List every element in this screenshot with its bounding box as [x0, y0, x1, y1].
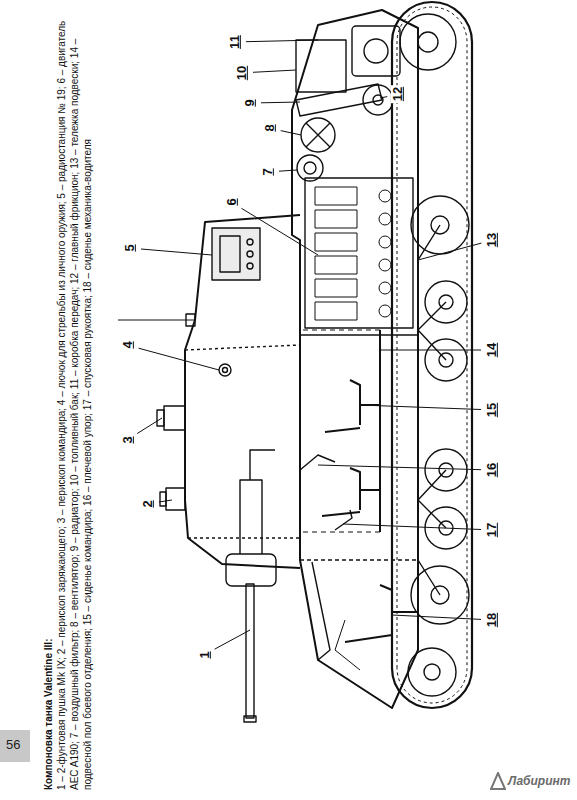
gun-barrel	[246, 584, 254, 718]
page-number: 56	[6, 737, 20, 752]
callout-number: 14	[485, 341, 499, 359]
periscope	[166, 488, 185, 510]
caption-text: 1 – 2-фунтовая пушка Mk IX; 2 – перископ…	[56, 21, 93, 790]
leader-line	[215, 630, 250, 649]
leader-line	[418, 243, 481, 260]
callout-number: 4	[121, 339, 135, 350]
cylinder	[315, 302, 357, 320]
air-filter	[297, 155, 323, 181]
driver-seat	[345, 585, 418, 642]
fan	[301, 118, 335, 152]
callout-number: 15	[485, 401, 499, 419]
driver-levers	[335, 620, 360, 670]
leader-line	[159, 500, 172, 502]
clutch	[363, 85, 393, 115]
callout-number: 7	[261, 166, 275, 177]
leader-line	[137, 418, 162, 434]
leader-line	[343, 524, 481, 530]
gun-breech	[240, 480, 262, 554]
leader-line	[318, 465, 481, 470]
track-links	[397, 7, 467, 703]
caption-block: Компоновка танка Valentine III:1 – 2-фун…	[42, 15, 94, 790]
callout-number: 2	[141, 498, 155, 509]
gearbox	[352, 26, 400, 76]
shoulder-rest	[300, 455, 335, 470]
callout-number: 1	[198, 649, 212, 660]
callout-number: 17	[485, 521, 499, 539]
callout-number: 13	[485, 231, 499, 249]
bogie	[418, 470, 446, 595]
engine-detail	[379, 213, 391, 225]
periscope	[164, 406, 185, 430]
engine-detail	[379, 190, 391, 202]
commander-seat	[325, 380, 380, 432]
callout-number: 6	[225, 196, 239, 207]
callout-number: 11	[228, 33, 242, 51]
fuel-tank	[296, 40, 346, 92]
cylinder	[315, 256, 357, 274]
engine	[305, 178, 413, 328]
cylinder	[315, 233, 357, 251]
mantlet	[226, 554, 276, 586]
antenna	[118, 320, 195, 321]
callout-number: 3	[121, 434, 135, 445]
callout-number: 18	[485, 611, 499, 629]
radio	[212, 228, 260, 280]
trigger-handle	[335, 510, 352, 530]
engine-detail	[379, 305, 391, 317]
leader-line	[241, 208, 318, 255]
leader-line	[281, 131, 301, 135]
track	[392, 2, 472, 708]
leader-line	[392, 615, 481, 619]
callout-number: 9	[243, 97, 257, 108]
turret	[185, 215, 300, 568]
leader-line	[261, 102, 300, 104]
cylinder	[315, 279, 357, 297]
caption-title: Компоновка танка Valentine III:	[43, 639, 54, 790]
hull	[292, 10, 418, 708]
engine-detail	[379, 259, 391, 271]
callout-number: 16	[485, 461, 499, 479]
leader-line	[360, 405, 481, 410]
pistol-port	[219, 364, 231, 376]
callout-number: 12	[391, 85, 405, 103]
leader-line	[380, 350, 481, 351]
leader-line	[380, 97, 387, 98]
callout-number: 10	[235, 64, 249, 82]
bogie	[418, 225, 446, 360]
leader-line	[279, 170, 297, 171]
leader-line	[246, 40, 318, 42]
watermark: Лабиринт	[508, 774, 570, 788]
engine-detail	[379, 282, 391, 294]
callout-number: 5	[123, 242, 137, 253]
loader-seat	[322, 468, 380, 516]
cylinder	[315, 210, 357, 228]
engine-detail	[379, 236, 391, 248]
leader-line	[253, 70, 296, 72]
watermark-logo	[490, 772, 506, 790]
callout-number: 8	[263, 122, 277, 133]
turret-floor	[379, 330, 381, 532]
cylinder	[315, 187, 357, 205]
leader-line	[141, 249, 212, 255]
leader-line	[139, 348, 219, 370]
